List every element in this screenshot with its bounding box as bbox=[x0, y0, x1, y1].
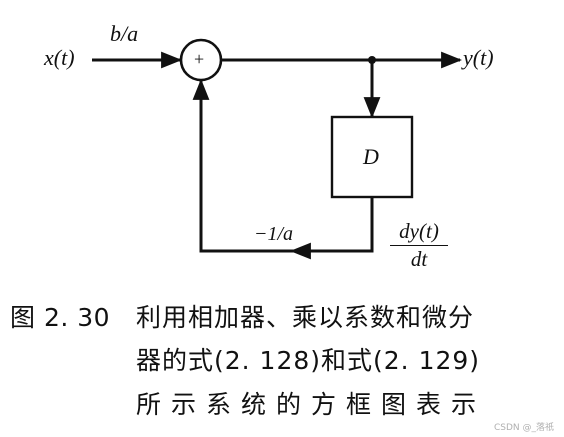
caption-line-2: 器的式(2. 128)和式(2. 129) bbox=[136, 346, 481, 375]
differentiator-block bbox=[330, 115, 414, 199]
block-label: D bbox=[363, 144, 379, 169]
figure-number: 图 2. 30 bbox=[10, 303, 111, 332]
derivative-numerator: dy(t) bbox=[399, 219, 439, 243]
gain-label: b/a bbox=[110, 21, 139, 46]
feedback-path-right bbox=[289, 197, 374, 260]
derivative-label: dy(t) dt bbox=[378, 219, 460, 271]
output-label: y(t) bbox=[463, 45, 494, 70]
feedback-gain-label: −1/a bbox=[254, 223, 294, 245]
input-label: x(t) bbox=[44, 45, 75, 70]
watermark: CSDN @_落祇 bbox=[493, 423, 554, 433]
caption-line-3: 所示系统的方框图表示 bbox=[136, 390, 487, 419]
derivative-denominator: dt bbox=[410, 247, 428, 271]
sum-symbol: + bbox=[194, 49, 205, 69]
caption-line-1: 利用相加器、乘以系数和微分 bbox=[136, 303, 475, 332]
feedback-path-left bbox=[192, 78, 292, 253]
block-diagram bbox=[92, 38, 463, 260]
fraction-bar bbox=[390, 245, 448, 246]
